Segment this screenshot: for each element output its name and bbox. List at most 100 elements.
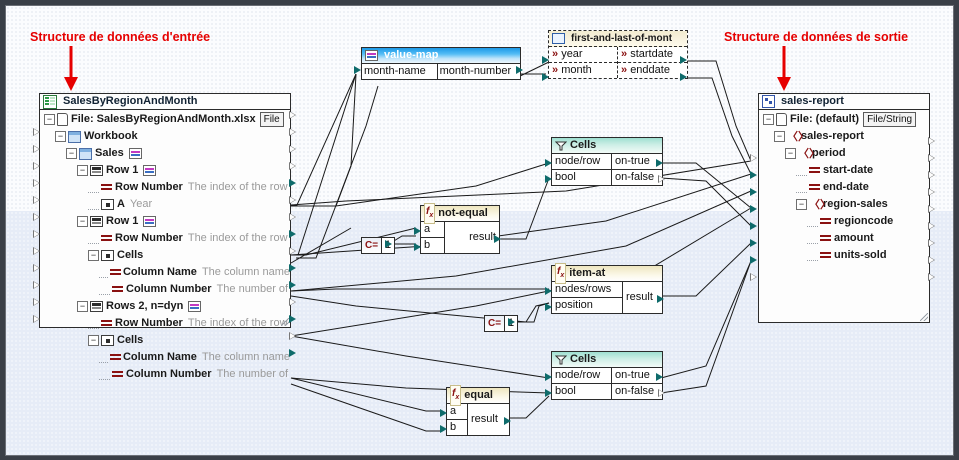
port-connector[interactable] xyxy=(289,246,296,255)
equal-in-b-connector[interactable] xyxy=(440,425,447,433)
port-connector[interactable] xyxy=(289,144,296,153)
expander-icon[interactable]: − xyxy=(796,199,807,210)
filter-1-output-onfalse[interactable]: on-false xyxy=(612,169,662,185)
port-connector[interactable] xyxy=(33,127,40,136)
expander-icon[interactable]: − xyxy=(55,131,66,142)
item-at-input-position[interactable]: position xyxy=(552,297,622,313)
port-connector[interactable] xyxy=(928,221,935,230)
port-connector[interactable] xyxy=(33,161,40,170)
equal-out-connector[interactable] xyxy=(504,417,511,425)
filter-1-in-bool-connector[interactable] xyxy=(545,175,552,183)
grid-icon[interactable] xyxy=(143,165,157,176)
source-component[interactable]: SalesByRegionAndMonth − File: SalesByReg… xyxy=(39,93,291,380)
expander-icon[interactable]: − xyxy=(77,165,88,176)
port-connector[interactable] xyxy=(928,272,935,281)
resize-grip[interactable] xyxy=(281,318,289,326)
not-equal-in-b-connector[interactable] xyxy=(414,243,421,251)
source-file-row[interactable]: − File: SalesByRegionAndMonth.xlsx File xyxy=(40,111,290,128)
tree-row[interactable]: −Workbook xyxy=(40,128,290,145)
port-connector[interactable] xyxy=(289,195,296,204)
filter-1-out-onfalse-connector[interactable] xyxy=(658,174,665,183)
target-component[interactable]: sales-report − File: (default) File/Stri… xyxy=(758,93,930,323)
port-connector[interactable] xyxy=(289,315,296,323)
tree-row[interactable]: end-date xyxy=(759,179,929,196)
value-map-out-connector[interactable] xyxy=(516,66,523,74)
item-at-in-nodes-connector[interactable] xyxy=(545,287,552,295)
port-connector[interactable] xyxy=(928,204,935,213)
function-box-not-equal[interactable]: fx not-equal a b result xyxy=(420,203,500,254)
port-connector[interactable] xyxy=(33,297,40,306)
port-connector[interactable] xyxy=(33,246,40,255)
port-connector[interactable] xyxy=(750,222,757,230)
filter-box-2[interactable]: Cells node/row bool on-true on-false xyxy=(551,351,663,400)
port-connector[interactable] xyxy=(750,256,757,264)
value-map-output[interactable]: month-number xyxy=(436,64,520,79)
uf-out-startdate-connector[interactable] xyxy=(680,56,687,64)
port-connector[interactable] xyxy=(750,188,757,196)
port-connector[interactable] xyxy=(289,281,296,289)
filter-2-in-bool-connector[interactable] xyxy=(545,389,552,397)
source-component-header[interactable]: SalesByRegionAndMonth xyxy=(40,94,290,110)
port-connector[interactable] xyxy=(289,161,296,170)
port-connector[interactable] xyxy=(33,263,40,272)
not-equal-output-result[interactable]: result xyxy=(469,231,496,243)
grid-icon[interactable] xyxy=(143,216,157,227)
value-map-in-connector[interactable] xyxy=(354,66,361,74)
filter-box-1[interactable]: Cells node/row bool on-true on-false xyxy=(551,137,663,186)
not-equal-header[interactable]: fx not-equal xyxy=(421,203,499,224)
tree-row[interactable]: −〈〉period xyxy=(759,145,929,162)
expander-icon[interactable]: − xyxy=(785,148,796,159)
target-component-header[interactable]: sales-report xyxy=(759,94,929,110)
not-equal-out-connector[interactable] xyxy=(494,235,501,243)
port-connector[interactable] xyxy=(33,280,40,289)
user-function-input-year[interactable]: » year xyxy=(552,48,583,60)
port-connector[interactable] xyxy=(289,127,296,136)
filter-1-input-node[interactable]: node/row xyxy=(555,155,601,167)
port-connector[interactable] xyxy=(928,255,935,264)
user-function-header[interactable]: first-and-last-of-mont xyxy=(549,31,687,47)
uf-in-month-connector[interactable] xyxy=(542,73,549,81)
tree-row[interactable]: −Rows 2, n=dyn xyxy=(40,298,290,315)
tree-row[interactable]: −Row 1 xyxy=(40,213,290,230)
filter-2-input-node[interactable]: node/row xyxy=(555,369,601,381)
tree-row[interactable]: units-sold xyxy=(759,247,929,264)
item-at-out-connector[interactable] xyxy=(657,295,664,303)
filter-2-out-ontrue-connector[interactable] xyxy=(656,373,663,381)
user-function-input-month[interactable]: » month xyxy=(549,62,617,78)
filter-1-output-ontrue[interactable]: on-true xyxy=(615,155,650,167)
equal-output-result[interactable]: result xyxy=(471,413,498,425)
port-connector[interactable] xyxy=(750,153,757,162)
function-box-equal[interactable]: fx equal a b result xyxy=(446,385,510,436)
port-connector[interactable] xyxy=(289,297,296,306)
uf-out-enddate-connector[interactable] xyxy=(680,73,687,81)
item-at-in-position-connector[interactable] xyxy=(545,303,552,311)
equal-input-a[interactable]: a xyxy=(450,405,457,417)
port-connector[interactable] xyxy=(750,205,757,213)
port-connector[interactable] xyxy=(928,238,935,247)
value-map-box[interactable]: value-map month-name month-number xyxy=(361,47,521,80)
port-connector[interactable] xyxy=(33,212,40,221)
item-at-header[interactable]: fx item-at xyxy=(552,263,662,284)
port-connector[interactable] xyxy=(33,195,40,204)
port-connector[interactable] xyxy=(33,229,40,238)
filter-1-header[interactable]: Cells xyxy=(552,138,662,154)
expander-icon[interactable]: − xyxy=(66,148,77,159)
tree-row[interactable]: −〈〉region-sales xyxy=(759,196,929,213)
filter-2-out-onfalse-connector[interactable] xyxy=(658,388,665,397)
not-equal-input-a[interactable]: a xyxy=(424,223,431,235)
port-connector[interactable] xyxy=(289,230,296,238)
tree-row[interactable]: regioncode xyxy=(759,213,929,230)
equal-in-a-connector[interactable] xyxy=(440,409,447,417)
filter-1-out-ontrue-connector[interactable] xyxy=(656,159,663,167)
filter-2-in-node-connector[interactable] xyxy=(545,373,552,381)
expander-icon[interactable]: − xyxy=(774,131,785,142)
expander-icon[interactable]: − xyxy=(44,114,55,125)
grid-icon[interactable] xyxy=(188,301,202,312)
port-connector[interactable] xyxy=(289,110,296,119)
value-map-header[interactable]: value-map xyxy=(362,48,520,64)
port-connector[interactable] xyxy=(289,349,296,357)
